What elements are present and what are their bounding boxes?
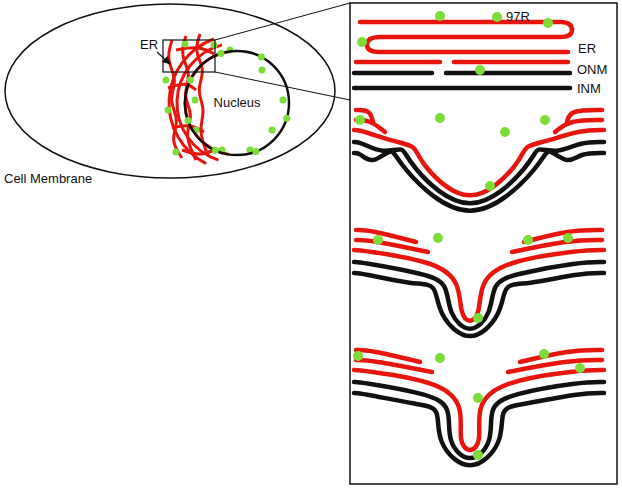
97r-dot — [485, 181, 495, 191]
97r-dot — [475, 65, 485, 75]
nucleus-circle: Nucleus — [183, 49, 291, 157]
97r-dot — [543, 18, 553, 28]
zoom-panel — [350, 3, 617, 484]
er-sheet — [360, 22, 572, 52]
97r-dot — [373, 235, 383, 245]
inner-nuclear-membrane — [354, 151, 604, 210]
97r-dot — [473, 393, 483, 403]
97r-dot — [353, 351, 363, 361]
97r-dot — [357, 37, 367, 47]
97r-dot — [492, 12, 502, 22]
onm-label: ONM — [577, 63, 607, 77]
er-sheet — [354, 370, 604, 450]
97r-dot — [500, 127, 510, 137]
97r-dot — [182, 41, 189, 48]
er-sheet — [356, 230, 416, 242]
er-sheet — [354, 250, 604, 321]
er-sheet — [520, 350, 602, 362]
er-sheet — [524, 230, 602, 242]
97r-dot — [563, 233, 573, 243]
cell-membrane-label: Cell Membrane — [4, 172, 92, 186]
er-sheet — [356, 60, 568, 65]
97r-dot — [473, 313, 483, 323]
97r-dot — [523, 235, 533, 245]
er-label: ER — [140, 38, 158, 52]
er-sheet — [356, 350, 420, 362]
er-sheet — [555, 120, 602, 132]
er-tubule — [176, 48, 214, 54]
er-sheet — [567, 110, 602, 122]
97r-dot — [435, 353, 445, 363]
inner-nuclear-membrane — [354, 86, 570, 91]
protein-label: 97R — [506, 10, 530, 24]
node-label: Nucleus — [214, 96, 261, 110]
97r-dot — [355, 115, 365, 125]
er-tubule — [182, 150, 214, 154]
97r-dot — [540, 115, 550, 125]
cell-membrane — [5, 4, 335, 178]
outer-nuclear-membrane — [354, 71, 570, 76]
zoom-box — [163, 40, 215, 72]
97r-dot — [211, 42, 218, 49]
97r-dot — [435, 113, 445, 123]
97r-dot — [473, 450, 483, 460]
97r-dot — [269, 127, 276, 134]
97r-dot — [163, 77, 170, 84]
er-tubule — [168, 84, 196, 90]
er-sheet — [354, 130, 604, 195]
97r-dot — [259, 67, 266, 74]
97r-dot — [539, 349, 549, 359]
97r-dot — [173, 149, 180, 156]
er-label: ER — [578, 42, 596, 56]
97r-dot — [280, 97, 287, 104]
inm-label: INM — [577, 82, 601, 96]
97r-dot — [575, 363, 585, 373]
97r-dot — [165, 107, 172, 114]
zoom-line — [215, 3, 350, 40]
97r-dot — [192, 97, 199, 104]
97r-dot — [435, 11, 445, 21]
invagination-stages — [353, 11, 604, 465]
er-tubule — [169, 40, 182, 158]
97r-dot — [433, 233, 443, 243]
